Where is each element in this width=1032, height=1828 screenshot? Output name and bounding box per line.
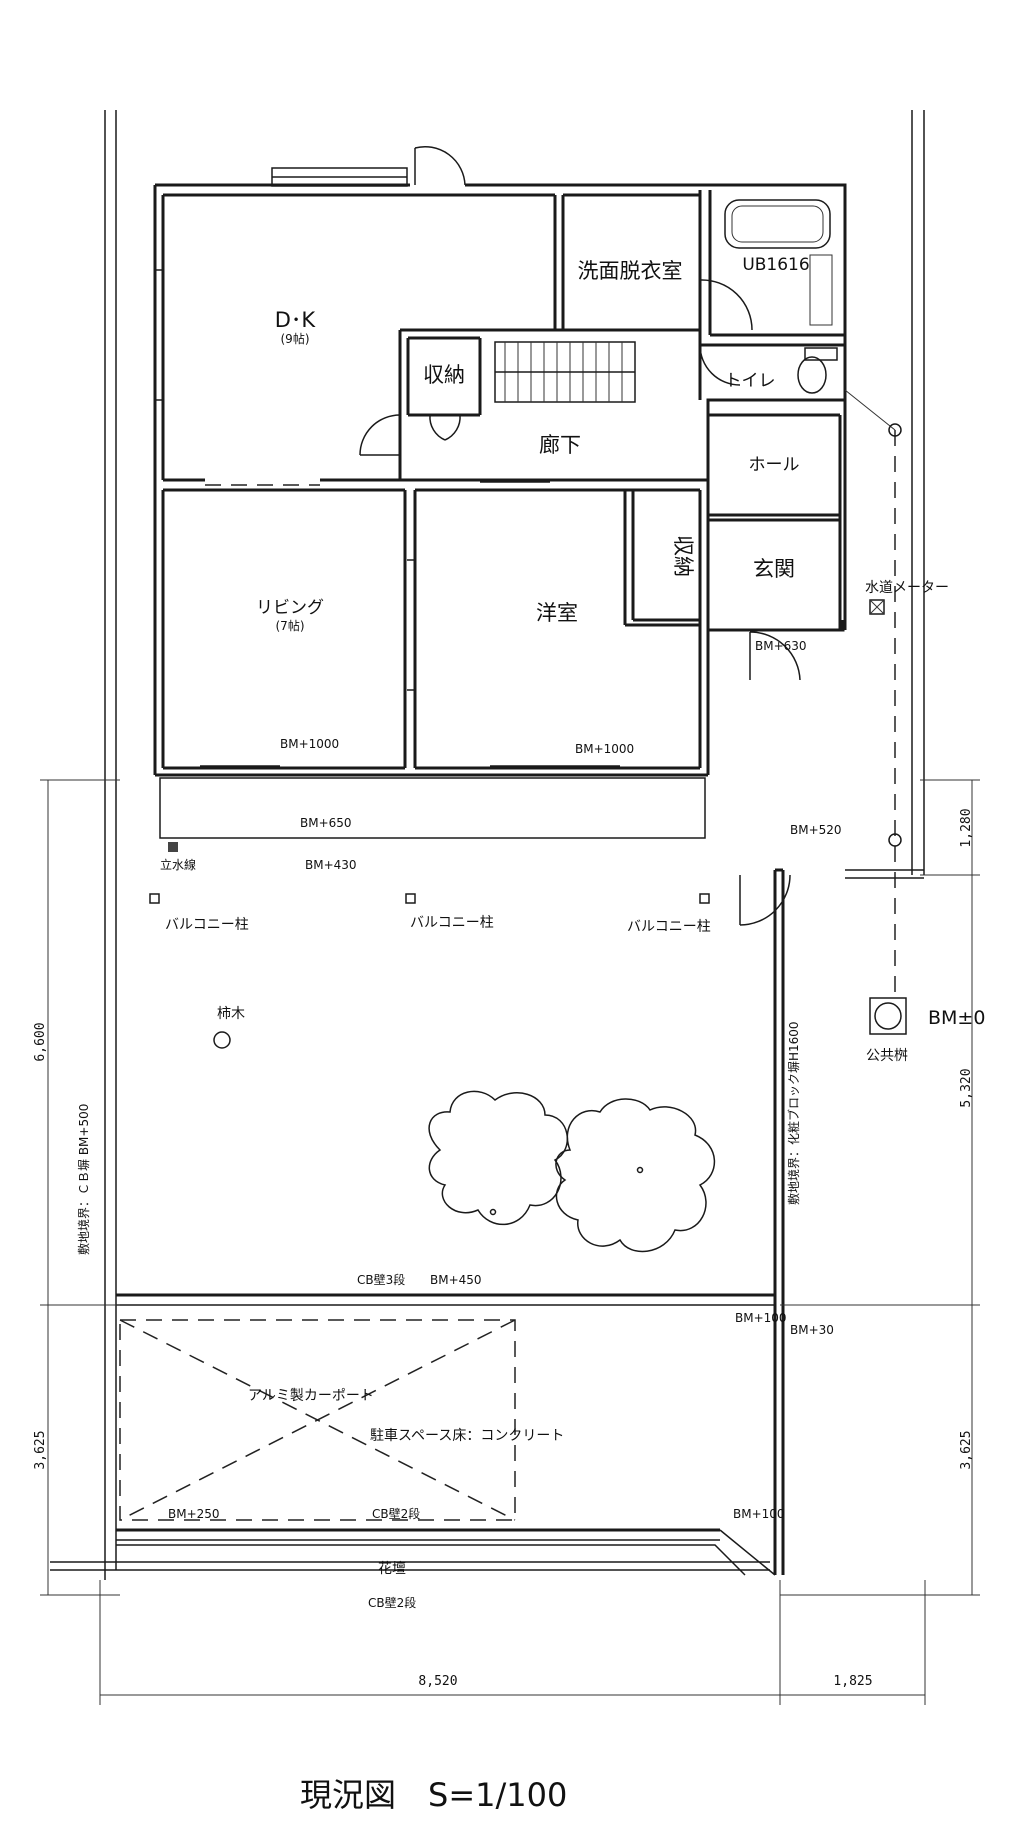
bm-30-label: BM+30 xyxy=(790,1323,834,1337)
bm-450-label: BM+450 xyxy=(430,1273,482,1287)
bath-fixtures xyxy=(724,199,838,394)
right-block-wall xyxy=(773,868,924,1575)
storage-top-label: 収納 xyxy=(423,363,465,387)
dimension-1280: 1,280 xyxy=(959,808,974,847)
dk-label: D･K xyxy=(275,308,317,332)
dimension-6600: 6,600 xyxy=(33,1022,48,1061)
yard-features xyxy=(149,389,907,1253)
boundary-right-label: 敷地境界：化粧ブロック塀H1600 xyxy=(786,1021,801,1205)
labels: D･K (9帖) 洗面脱衣室 UB1616 収納 トイレ 廊下 ホール 収納 玄… xyxy=(33,255,985,1814)
bm-630-label: BM+630 xyxy=(755,639,807,653)
bm-100-a-label: BM+100 xyxy=(735,1311,787,1325)
corridor-label: 廊下 xyxy=(539,433,581,457)
bm-430-label: BM+430 xyxy=(305,858,357,872)
washroom-label: 洗面脱衣室 xyxy=(578,259,683,283)
bm-520-label: BM+520 xyxy=(790,823,842,837)
site-boundaries xyxy=(50,110,925,1580)
bath-label: UB1616 xyxy=(742,255,809,275)
dimension-lines xyxy=(40,779,980,1705)
bm-100-b-label: BM+100 xyxy=(733,1507,785,1521)
house-walls xyxy=(153,167,847,777)
balcony-column-3-label: バルコニー柱 xyxy=(627,919,711,935)
entrance-label: 玄関 xyxy=(753,557,795,581)
dimension-3625-right: 3,625 xyxy=(959,1430,974,1469)
boundary-left-label: 敷地境界：ＣＢ塀 BM+500 xyxy=(76,1104,91,1255)
storage-side-label: 収納 xyxy=(671,535,695,577)
persimmon-tree-symbol xyxy=(213,1031,231,1049)
balcony-column-2-label: バルコニー柱 xyxy=(410,915,494,931)
water-meter-label: 水道メーター xyxy=(865,580,949,596)
cb-wall-2-b-label: CB壁2段 xyxy=(368,1595,416,1610)
dk-size-label: (9帖) xyxy=(281,331,310,346)
standpipe-label: 立水線 xyxy=(160,857,196,872)
living-size-label: (7帖) xyxy=(276,618,305,633)
flowerbed-label: 花壇 xyxy=(378,1560,406,1577)
western-room-label: 洋室 xyxy=(536,601,578,625)
parking-floor-label: 駐車スペース床：コンクリート xyxy=(370,1427,564,1444)
public-basin-label: 公共桝 xyxy=(866,1048,908,1064)
dimension-8520: 8,520 xyxy=(418,1674,457,1689)
bm-650-label: BM+650 xyxy=(300,816,352,830)
carport-label: アルミ製カーポート xyxy=(248,1388,374,1404)
doors xyxy=(359,145,801,926)
bm-1000-left-label: BM+1000 xyxy=(280,737,339,751)
staircase xyxy=(494,341,636,403)
living-label: リビング xyxy=(256,598,324,618)
bm-1000-right-label: BM+1000 xyxy=(575,742,634,756)
bm-250-label: BM+250 xyxy=(168,1507,220,1521)
persimmon-label: 柿木 xyxy=(217,1005,245,1022)
deck xyxy=(159,777,706,852)
bm-zero-label: BM±0 xyxy=(928,1007,985,1029)
hall-label: ホール xyxy=(749,455,800,475)
toilet-label: トイレ xyxy=(725,371,776,391)
carport-area xyxy=(116,1293,776,1576)
cb-wall-2-a-label: CB壁2段 xyxy=(372,1506,420,1521)
drawing-title: 現況図 S=1/100 xyxy=(300,1776,567,1814)
cb-wall-3-label: CB壁3段 xyxy=(357,1272,405,1287)
balcony-column-1-label: バルコニー柱 xyxy=(165,917,249,933)
dimension-3625-left: 3,625 xyxy=(33,1430,48,1469)
dimension-5320: 5,320 xyxy=(959,1068,974,1107)
dimension-1825: 1,825 xyxy=(833,1674,872,1689)
